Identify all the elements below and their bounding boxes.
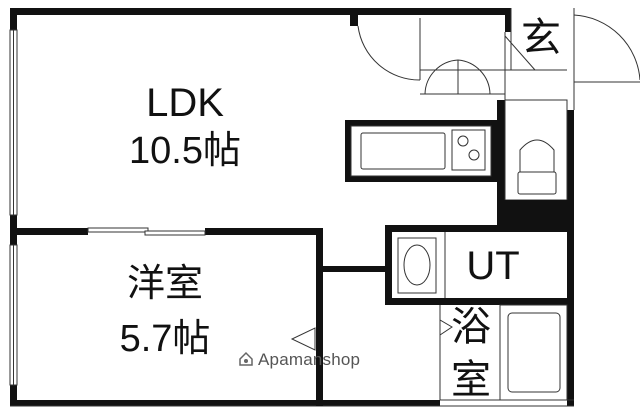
ldk-label: LDK	[146, 81, 224, 125]
closet-marker	[290, 327, 316, 351]
left-windows	[9, 29, 18, 386]
ldk-west-wall	[10, 228, 388, 406]
western-room-label: 洋室	[126, 263, 203, 305]
bath-label-line2: 室	[451, 358, 491, 402]
utility-room	[385, 225, 574, 305]
entrance-label: 玄	[521, 16, 561, 60]
entrance-wall-stub	[497, 100, 505, 230]
toilet	[504, 99, 568, 201]
bathroom	[439, 304, 568, 401]
door-swings-top	[357, 14, 640, 83]
western-room-size-label: 5.7帖	[119, 318, 211, 360]
bath-label-line1: 浴	[451, 305, 491, 349]
utility-label: UT	[466, 244, 520, 288]
entrance-closet	[420, 59, 505, 95]
watermark: Apamanshop	[258, 350, 361, 369]
apamanshop-logo-icon	[239, 351, 253, 366]
ldk-size-label: 10.5帖	[129, 130, 241, 172]
sliding-door-west	[87, 227, 206, 236]
kitchen	[345, 120, 497, 182]
